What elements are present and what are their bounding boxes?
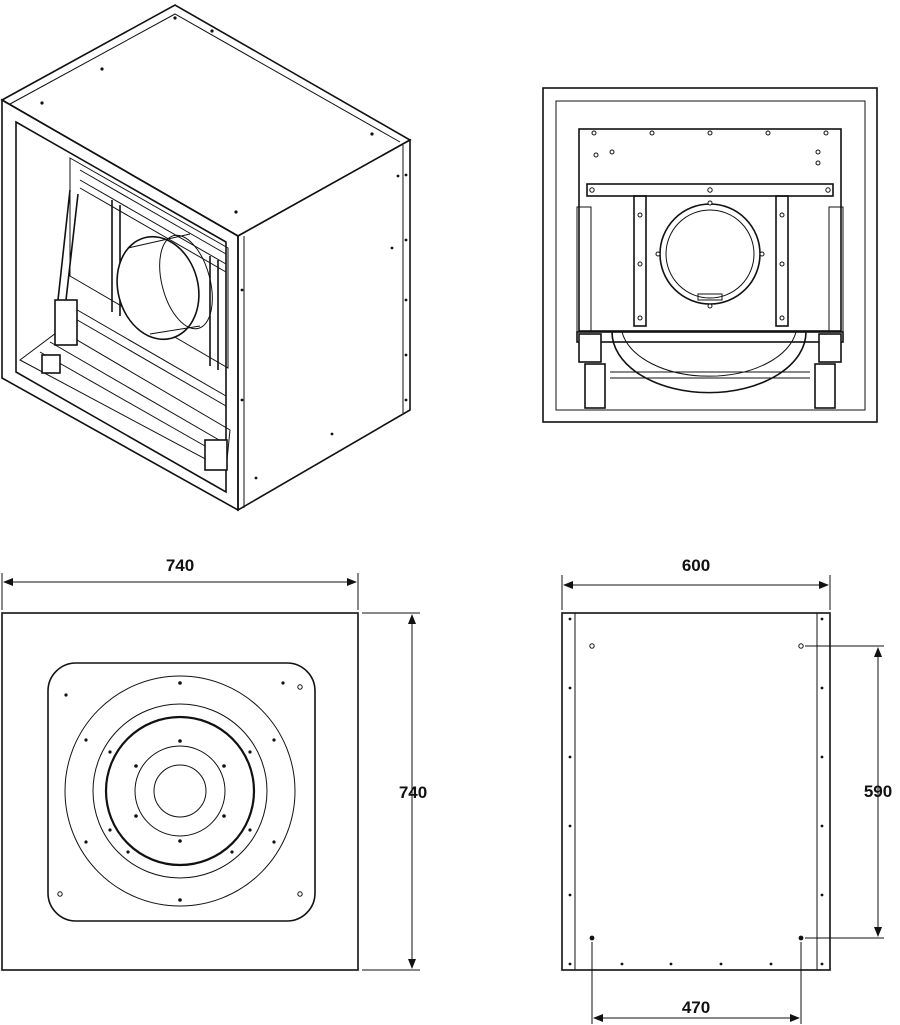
front-view <box>1 612 359 971</box>
isometric-view <box>0 4 412 512</box>
side-hole-spacing-dimension: 470 <box>591 942 802 1024</box>
side-hole-height-label: 590 <box>864 782 892 801</box>
front-width-label: 740 <box>166 556 194 575</box>
front-elevation-view <box>542 87 878 423</box>
front-height-label: 740 <box>399 783 427 802</box>
side-hole-height-dimension: 590 <box>805 645 892 939</box>
side-width-label: 600 <box>682 556 710 575</box>
side-view <box>561 612 831 971</box>
front-height-dimension: 740 <box>362 612 427 971</box>
front-width-dimension: 740 <box>1 556 359 610</box>
side-hole-spacing-label: 470 <box>682 998 710 1017</box>
side-width-dimension: 600 <box>561 556 831 610</box>
